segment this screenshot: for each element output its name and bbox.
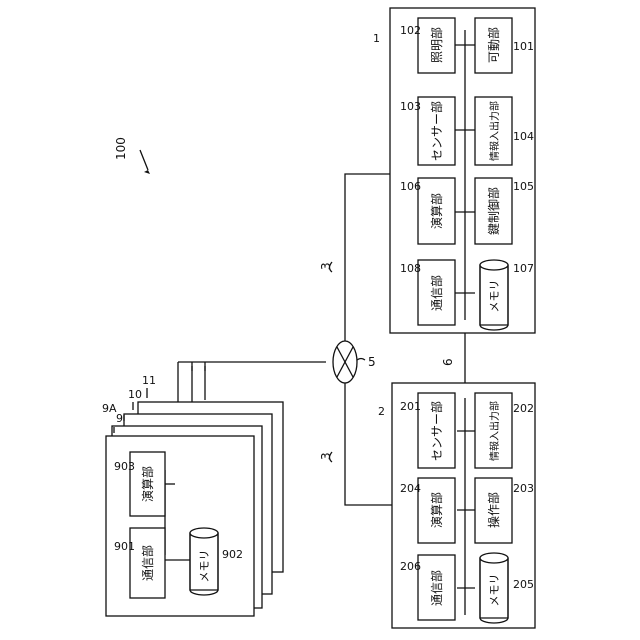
hub-ref: 5 <box>368 355 376 369</box>
label-movable: 可動部 <box>486 27 501 63</box>
bus-ref: 6 <box>441 358 455 366</box>
ref-206: 206 <box>400 560 421 573</box>
ref-104: 104 <box>513 130 534 143</box>
server-id: 9A <box>102 402 117 415</box>
label-comm-1: 通信部 <box>429 275 444 311</box>
label-calc-server: 演算部 <box>140 466 155 502</box>
ref-901: 901 <box>114 540 135 553</box>
ref-902: 902 <box>222 548 243 561</box>
label-operation: 操作部 <box>486 492 501 528</box>
ref-106: 106 <box>400 180 421 193</box>
ref-203: 203 <box>513 482 534 495</box>
ref-204: 204 <box>400 482 421 495</box>
ref-202: 202 <box>513 402 534 415</box>
ref-903: 903 <box>114 460 135 473</box>
label-illumination: 照明部 <box>429 27 444 63</box>
label-comm-2: 通信部 <box>429 570 444 606</box>
ref-105: 105 <box>513 180 534 193</box>
server-label-9: 9 <box>116 412 123 425</box>
device-2: 2 センサー部 情報入出力部 演算部 操作部 通信部 メモリ 201 202 2… <box>378 383 535 628</box>
label-calc-1: 演算部 <box>429 193 444 229</box>
network-hub <box>333 341 357 383</box>
device-1: 1 照明部 可動部 センサー部 情報入出力部 演算部 鍵制御部 通信部 メモリ <box>373 8 535 333</box>
label-io-2: 情報入出力部 <box>488 401 501 461</box>
ref-102: 102 <box>400 24 421 37</box>
label-memory-server: メモリ <box>198 550 211 583</box>
ref-101: 101 <box>513 40 534 53</box>
link-upper <box>345 174 390 345</box>
label-calc-2: 演算部 <box>429 492 444 528</box>
device2-id: 2 <box>378 405 385 418</box>
server-label-10: 10 <box>128 388 142 401</box>
label-sensor-1: センサー部 <box>429 101 444 161</box>
label-comm-server: 通信部 <box>140 545 155 581</box>
ref-205: 205 <box>513 578 534 591</box>
system-label: 100 <box>114 137 128 160</box>
server-label-11: 11 <box>142 374 156 387</box>
label-lock-control: 鍵制御部 <box>486 187 501 235</box>
ref-201: 201 <box>400 400 421 413</box>
label-sensor-2: センサー部 <box>429 401 444 461</box>
ref-108: 108 <box>400 262 421 275</box>
label-memory-1: メモリ <box>488 280 501 313</box>
ref-103: 103 <box>400 100 421 113</box>
ref-107: 107 <box>513 262 534 275</box>
label-memory-2: メモリ <box>488 574 501 607</box>
label-io-1: 情報入出力部 <box>488 101 501 161</box>
link-lower <box>345 378 392 505</box>
server-stack: 9A 9 10 11 演算部 通信部 メモリ 903 901 902 <box>102 374 283 616</box>
device1-id: 1 <box>373 32 380 45</box>
